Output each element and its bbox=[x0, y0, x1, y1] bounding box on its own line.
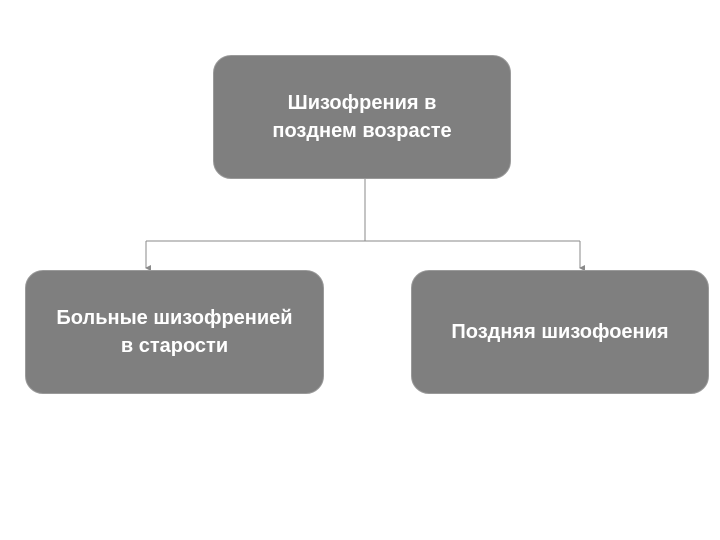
child-node-label-line2: в старости bbox=[120, 335, 229, 357]
root-node-label-line2: позднем возрасте bbox=[272, 120, 452, 142]
child-node-elderly-patients: Больные шизофренией в старости bbox=[25, 270, 324, 394]
root-node: Шизофрения в позднем возрасте bbox=[213, 55, 511, 179]
root-node-label-line1: Шизофрения в bbox=[287, 92, 437, 114]
child-node-label-line1: Больные шизофренией bbox=[56, 307, 293, 329]
child-node-label-line1: Поздняя шизофоения bbox=[451, 321, 669, 343]
child-node-late-onset: Поздняя шизофоения bbox=[411, 270, 709, 394]
